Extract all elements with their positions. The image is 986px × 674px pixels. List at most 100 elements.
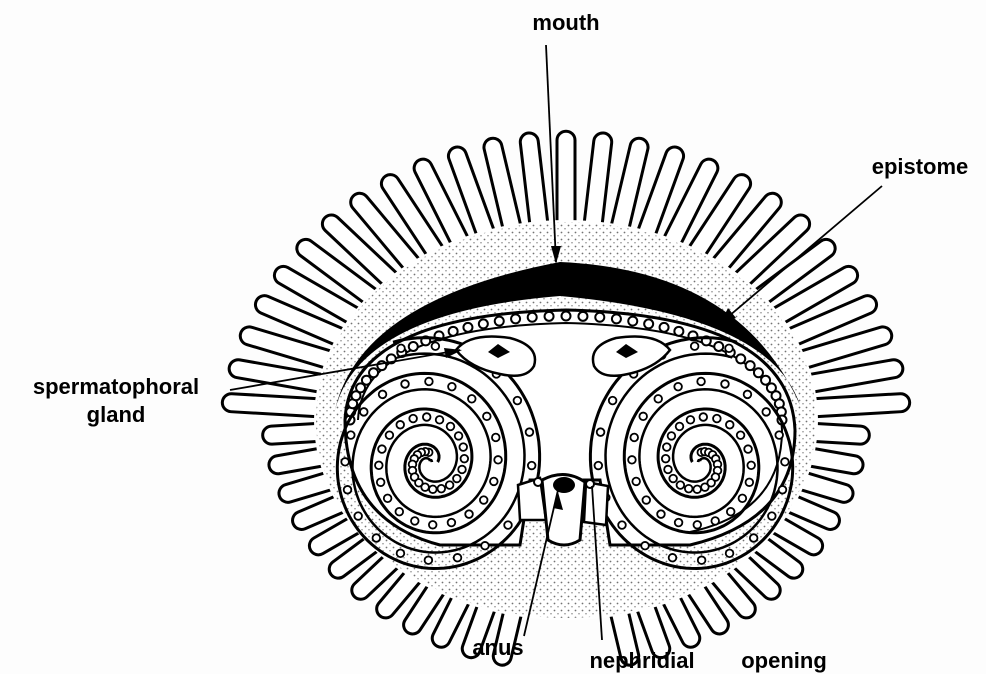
- spiral-bead: [448, 383, 456, 391]
- spiral-bead: [377, 478, 385, 486]
- spiral-bead: [436, 416, 444, 424]
- spiral-bead: [674, 383, 682, 391]
- spiral-bead: [746, 478, 754, 486]
- spiral-bead: [618, 521, 626, 529]
- spiral-bead: [504, 521, 512, 529]
- spiral-bead: [384, 495, 392, 503]
- spiral-bead: [425, 378, 433, 386]
- spiral-bead: [726, 421, 734, 429]
- rim-bead: [644, 319, 653, 328]
- spiral-bead: [747, 462, 755, 470]
- spiral-bead: [675, 519, 683, 527]
- spiral-bead: [721, 380, 729, 388]
- spiral-bead: [711, 517, 719, 525]
- spiral-bead: [465, 510, 473, 518]
- spiral-bead: [483, 413, 491, 421]
- rim-bead: [528, 313, 537, 322]
- spiral-bead: [397, 345, 405, 353]
- rim-bead: [479, 319, 488, 328]
- spiral-bead: [676, 423, 684, 431]
- spiral-bead: [597, 428, 605, 436]
- rim-bead: [578, 312, 587, 321]
- spiral-bead: [775, 431, 783, 439]
- label-spermatophoral: spermatophoral: [33, 374, 199, 399]
- rim-bead: [754, 368, 763, 377]
- rim-bead: [660, 323, 669, 332]
- spiral-bead: [727, 508, 735, 516]
- rim-bead: [511, 314, 520, 323]
- rim-bead: [714, 342, 723, 351]
- spiral-bead: [454, 554, 462, 562]
- spiral-bead: [458, 466, 466, 474]
- spiral-bead: [664, 466, 672, 474]
- spiral-bead: [446, 481, 454, 489]
- spiral-bead: [609, 397, 617, 405]
- spiral-bead: [654, 395, 662, 403]
- spiral-bead: [744, 445, 752, 453]
- spiral-bead: [642, 496, 650, 504]
- rim-bead: [495, 317, 504, 326]
- spiral-bead: [492, 434, 500, 442]
- spiral-bead: [669, 554, 677, 562]
- spiral-bead: [423, 413, 431, 421]
- spiral-bead: [447, 423, 455, 431]
- spiral-bead: [630, 434, 638, 442]
- label-epistome: epistome: [872, 154, 969, 179]
- spiral-bead: [437, 485, 445, 493]
- spiral-bead: [494, 456, 502, 464]
- spiral-bead: [750, 534, 758, 542]
- spiral-bead: [425, 556, 433, 564]
- spiral-bead: [693, 485, 701, 493]
- rim-bead: [562, 312, 571, 321]
- rim-bead: [628, 317, 637, 326]
- label-anus: anus: [472, 635, 523, 660]
- rim-bead: [612, 314, 621, 323]
- spiral-bead: [459, 443, 467, 451]
- spiral-bead: [632, 478, 640, 486]
- spiral-bead: [379, 391, 387, 399]
- spiral-bead: [453, 475, 461, 483]
- spiral-bead: [701, 483, 709, 491]
- spiral-bead: [514, 397, 522, 405]
- spiral-bead: [781, 458, 789, 466]
- spiral-bead: [480, 496, 488, 504]
- spiral-bead: [421, 483, 429, 491]
- spiral-bead: [691, 342, 699, 350]
- spiral-bead: [737, 431, 745, 439]
- spiral-bead: [699, 413, 707, 421]
- rim-bead: [595, 313, 604, 322]
- spiral-bead: [595, 462, 603, 470]
- spiral-bead: [378, 445, 386, 453]
- spiral-bead: [528, 462, 536, 470]
- spiral-bead: [373, 534, 381, 542]
- spiral-bead: [396, 421, 404, 429]
- label-gland: gland: [87, 402, 146, 427]
- spiral-bead: [461, 455, 469, 463]
- spiral-bead: [429, 521, 437, 529]
- spiral-bead: [639, 413, 647, 421]
- rim-bead: [746, 361, 755, 370]
- spiral-bead: [698, 556, 706, 564]
- spiral-bead: [347, 431, 355, 439]
- label-opening: opening: [741, 648, 827, 673]
- spiral-bead: [628, 456, 636, 464]
- label-nephridial: nephridial: [589, 648, 694, 673]
- spiral-bead: [455, 432, 463, 440]
- spiral-bead: [468, 395, 476, 403]
- rim-bead: [736, 354, 745, 363]
- spiral-bead: [677, 481, 685, 489]
- rim-bead: [545, 312, 554, 321]
- spiral-bead: [762, 408, 770, 416]
- spiral-bead: [409, 415, 417, 423]
- spiral-bead: [739, 495, 747, 503]
- spiral-bead: [411, 517, 419, 525]
- spiral-bead: [490, 478, 498, 486]
- spiral-bead: [397, 550, 405, 558]
- spiral-bead: [386, 431, 394, 439]
- spiral-bead: [744, 391, 752, 399]
- spiral-bead: [360, 408, 368, 416]
- rim-bead: [674, 327, 683, 336]
- spiral-bead: [481, 542, 489, 550]
- spiral-bead: [662, 455, 670, 463]
